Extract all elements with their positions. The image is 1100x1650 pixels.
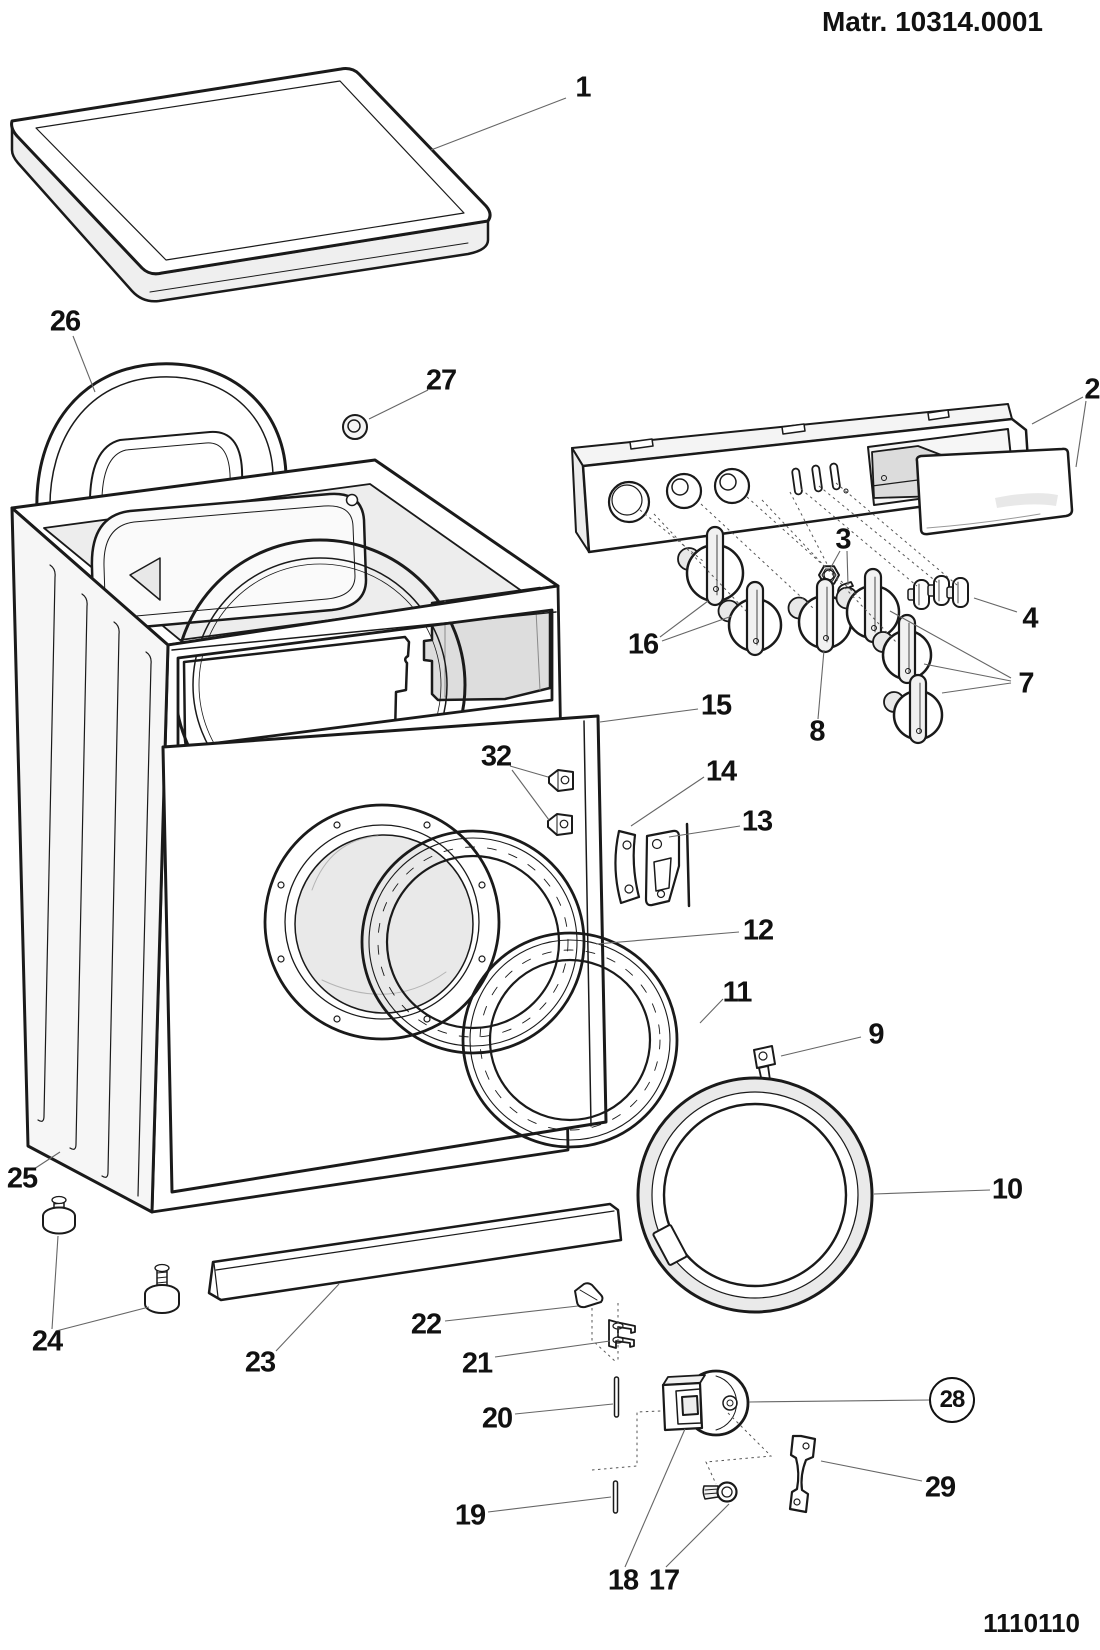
matriculation-label: Matr. 10314.0001 [821,6,1043,37]
part-label-22: 22 [410,1308,442,1341]
part-door-handle [644,822,691,908]
part-label-26: 26 [49,305,81,338]
part-foot-b [144,1263,180,1314]
part-rear-arch [35,362,288,514]
part-clips-32 [547,769,574,836]
part-label-11: 11 [722,976,753,1009]
part-label-1: 1 [575,71,591,104]
part-top-lid [10,67,492,303]
part-label-28: 28 [929,1377,975,1423]
part-label-25: 25 [6,1162,38,1195]
part-front-panel [161,714,608,1194]
part-buttons [907,575,969,610]
part-label-29: 29 [924,1471,956,1504]
part-label-32: 32 [480,740,512,773]
part-label-10: 10 [991,1173,1023,1206]
part-label-4: 4 [1022,602,1038,635]
part-bracket [608,1319,636,1349]
part-label-18: 18 [607,1564,639,1597]
part-label-3: 3 [835,523,851,556]
part-foot-a [42,1195,76,1235]
part-door-ring-11 [461,931,679,1149]
part-label-27: 27 [425,364,457,397]
part-strike-handle [788,1434,817,1514]
part-label-23: 23 [244,1346,276,1379]
leader-lines [33,97,1087,1568]
part-door-ring-12 [360,829,586,1055]
part-label-7: 7 [1018,667,1034,700]
part-label-24: 24 [31,1325,63,1358]
part-base-strip [207,1202,623,1302]
part-label-9: 9 [868,1018,884,1051]
part-drawer-front [915,447,1074,536]
part-label-15: 15 [700,689,732,722]
part-label-12: 12 [742,914,774,947]
part-label-2: 2 [1084,373,1100,406]
part-label-8: 8 [809,715,825,748]
part-outer-door-frame [636,1076,874,1314]
part-door-lock [661,1369,750,1437]
part-eyelet [702,1481,738,1503]
part-label-21: 21 [461,1347,493,1380]
part-rod [613,1376,620,1418]
drawing-number: 1110110 [983,1608,1080,1638]
part-label-17: 17 [648,1564,680,1597]
part-label-16: 16 [627,628,659,661]
part-label-13: 13 [741,805,773,838]
part-knobs [677,525,944,745]
part-label-19: 19 [454,1499,486,1532]
dashed-assembly-lines [591,482,958,1485]
part-grommet [342,414,368,440]
part-wedge [574,1282,604,1309]
part-label-14: 14 [705,755,737,788]
part-label-20: 20 [481,1402,513,1435]
part-handle-plate [614,829,641,905]
part-pin [612,1480,619,1514]
